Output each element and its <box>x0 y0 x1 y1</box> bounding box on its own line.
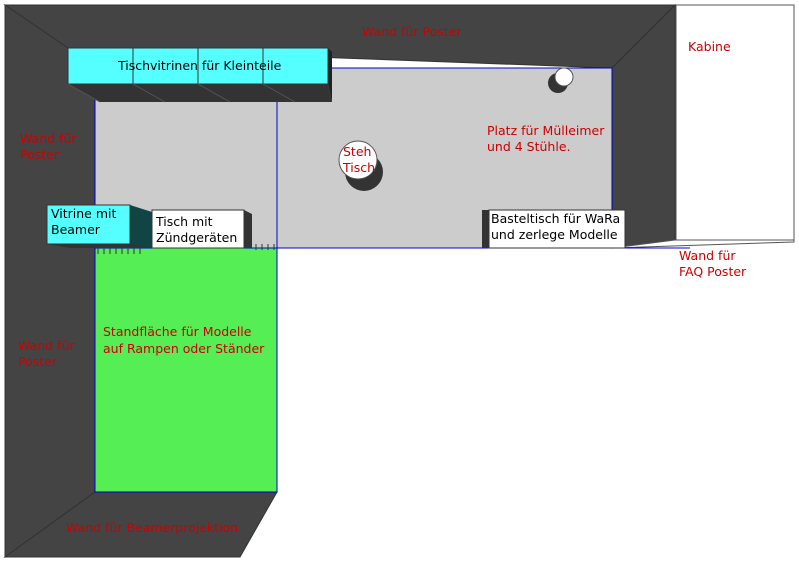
ignition-table <box>151 209 252 249</box>
showcase-beamer-line-2: Beamer <box>51 222 101 237</box>
trash-chairs-line-2: und 4 Stühle. <box>487 139 571 154</box>
craft-table <box>482 209 626 249</box>
wall-left-lower-line-1: Wand für <box>18 338 75 353</box>
model-area <box>94 247 278 493</box>
standing-table-line-2: Tisch <box>342 160 375 175</box>
display-cases-label: Tischvitrinen für Kleinteile <box>117 58 282 73</box>
ignition-table-line-2: Zündgeräten <box>156 230 237 245</box>
trash-chairs-label: Platz für Mülleimer und 4 Stühle. <box>487 123 608 154</box>
wall-bottom-label: Wand für Beamerprojektion <box>66 520 238 535</box>
showcase-beamer-line-1: Vitrine mit <box>51 206 116 221</box>
wall-faq-label: Wand für FAQ Poster <box>679 248 747 279</box>
cabin-area <box>675 4 795 242</box>
ignition-table-line-1: Tisch mit <box>155 214 213 229</box>
showcase-beamer <box>46 204 152 248</box>
model-area-ticks <box>97 244 275 254</box>
wall-faq-line-2: FAQ Poster <box>679 264 747 279</box>
cabin-base <box>611 239 795 249</box>
trash-chairs-line-1: Platz für Mülleimer <box>487 123 605 138</box>
wall-left-lower-label: Wand für Poster <box>18 338 79 369</box>
model-area-line-1: Standfläche für Modelle <box>103 324 252 339</box>
model-area-line-2: auf Rampen oder Ständer <box>103 341 265 356</box>
display-cases <box>67 47 332 103</box>
ignition-table-label: Tisch mit Zündgeräten <box>155 214 237 245</box>
standing-table-line-1: Steh <box>343 144 371 159</box>
wall-left-upper-line-1: Wand für <box>20 131 77 146</box>
wall-left-lower-line-2: Poster <box>18 354 58 369</box>
craft-table-label: Basteltisch für WaRa und zerlege Modelle <box>491 211 624 242</box>
standing-table <box>338 140 383 191</box>
wall-top-label: Wand für Poster <box>362 24 462 39</box>
craft-table-line-2: und zerlege Modelle <box>491 227 618 242</box>
trash-bin <box>548 67 574 93</box>
model-area-label: Standfläche für Modelle auf Rampen oder … <box>103 324 265 356</box>
wall-faq-line-1: Wand für <box>679 248 736 263</box>
showcase-beamer-label: Vitrine mit Beamer <box>51 206 120 237</box>
craft-table-line-1: Basteltisch für WaRa <box>491 211 620 226</box>
cabin-label: Kabine <box>688 39 731 54</box>
wall-left-upper-line-2: Poster <box>20 147 60 162</box>
standing-table-label: Steh Tisch <box>342 144 375 175</box>
wall-left-upper-label: Wand für Poster <box>20 131 81 162</box>
